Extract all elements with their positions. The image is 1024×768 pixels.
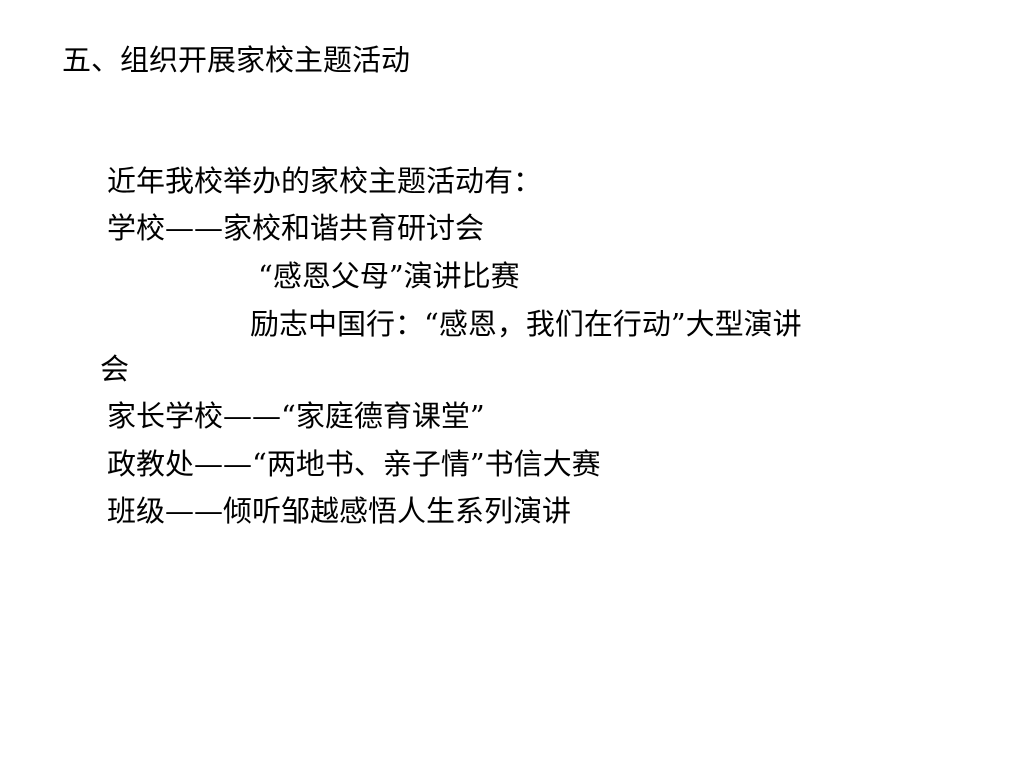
activity-inspirational-china-tour: 励志中国行：“感恩，我们在行动”大型演讲: [250, 307, 802, 341]
activity-political-education-letter-contest: 政教处——“两地书、亲子情”书信大赛: [107, 447, 601, 481]
activity-class-lecture-series: 班级——倾听邹越感悟人生系列演讲: [107, 494, 572, 528]
slide-title: 五、组织开展家校主题活动: [62, 43, 411, 77]
activity-parent-school: 家长学校——“家庭德育课堂”: [107, 399, 485, 433]
activity-gratitude-parents-speech: “感恩父母”演讲比赛: [258, 259, 520, 293]
activity-inspirational-china-tour-wrap: 会: [100, 352, 130, 386]
activity-school-seminar: 学校——家校和谐共育研讨会: [107, 211, 485, 245]
intro-line: 近年我校举办的家校主题活动有：: [107, 164, 543, 198]
